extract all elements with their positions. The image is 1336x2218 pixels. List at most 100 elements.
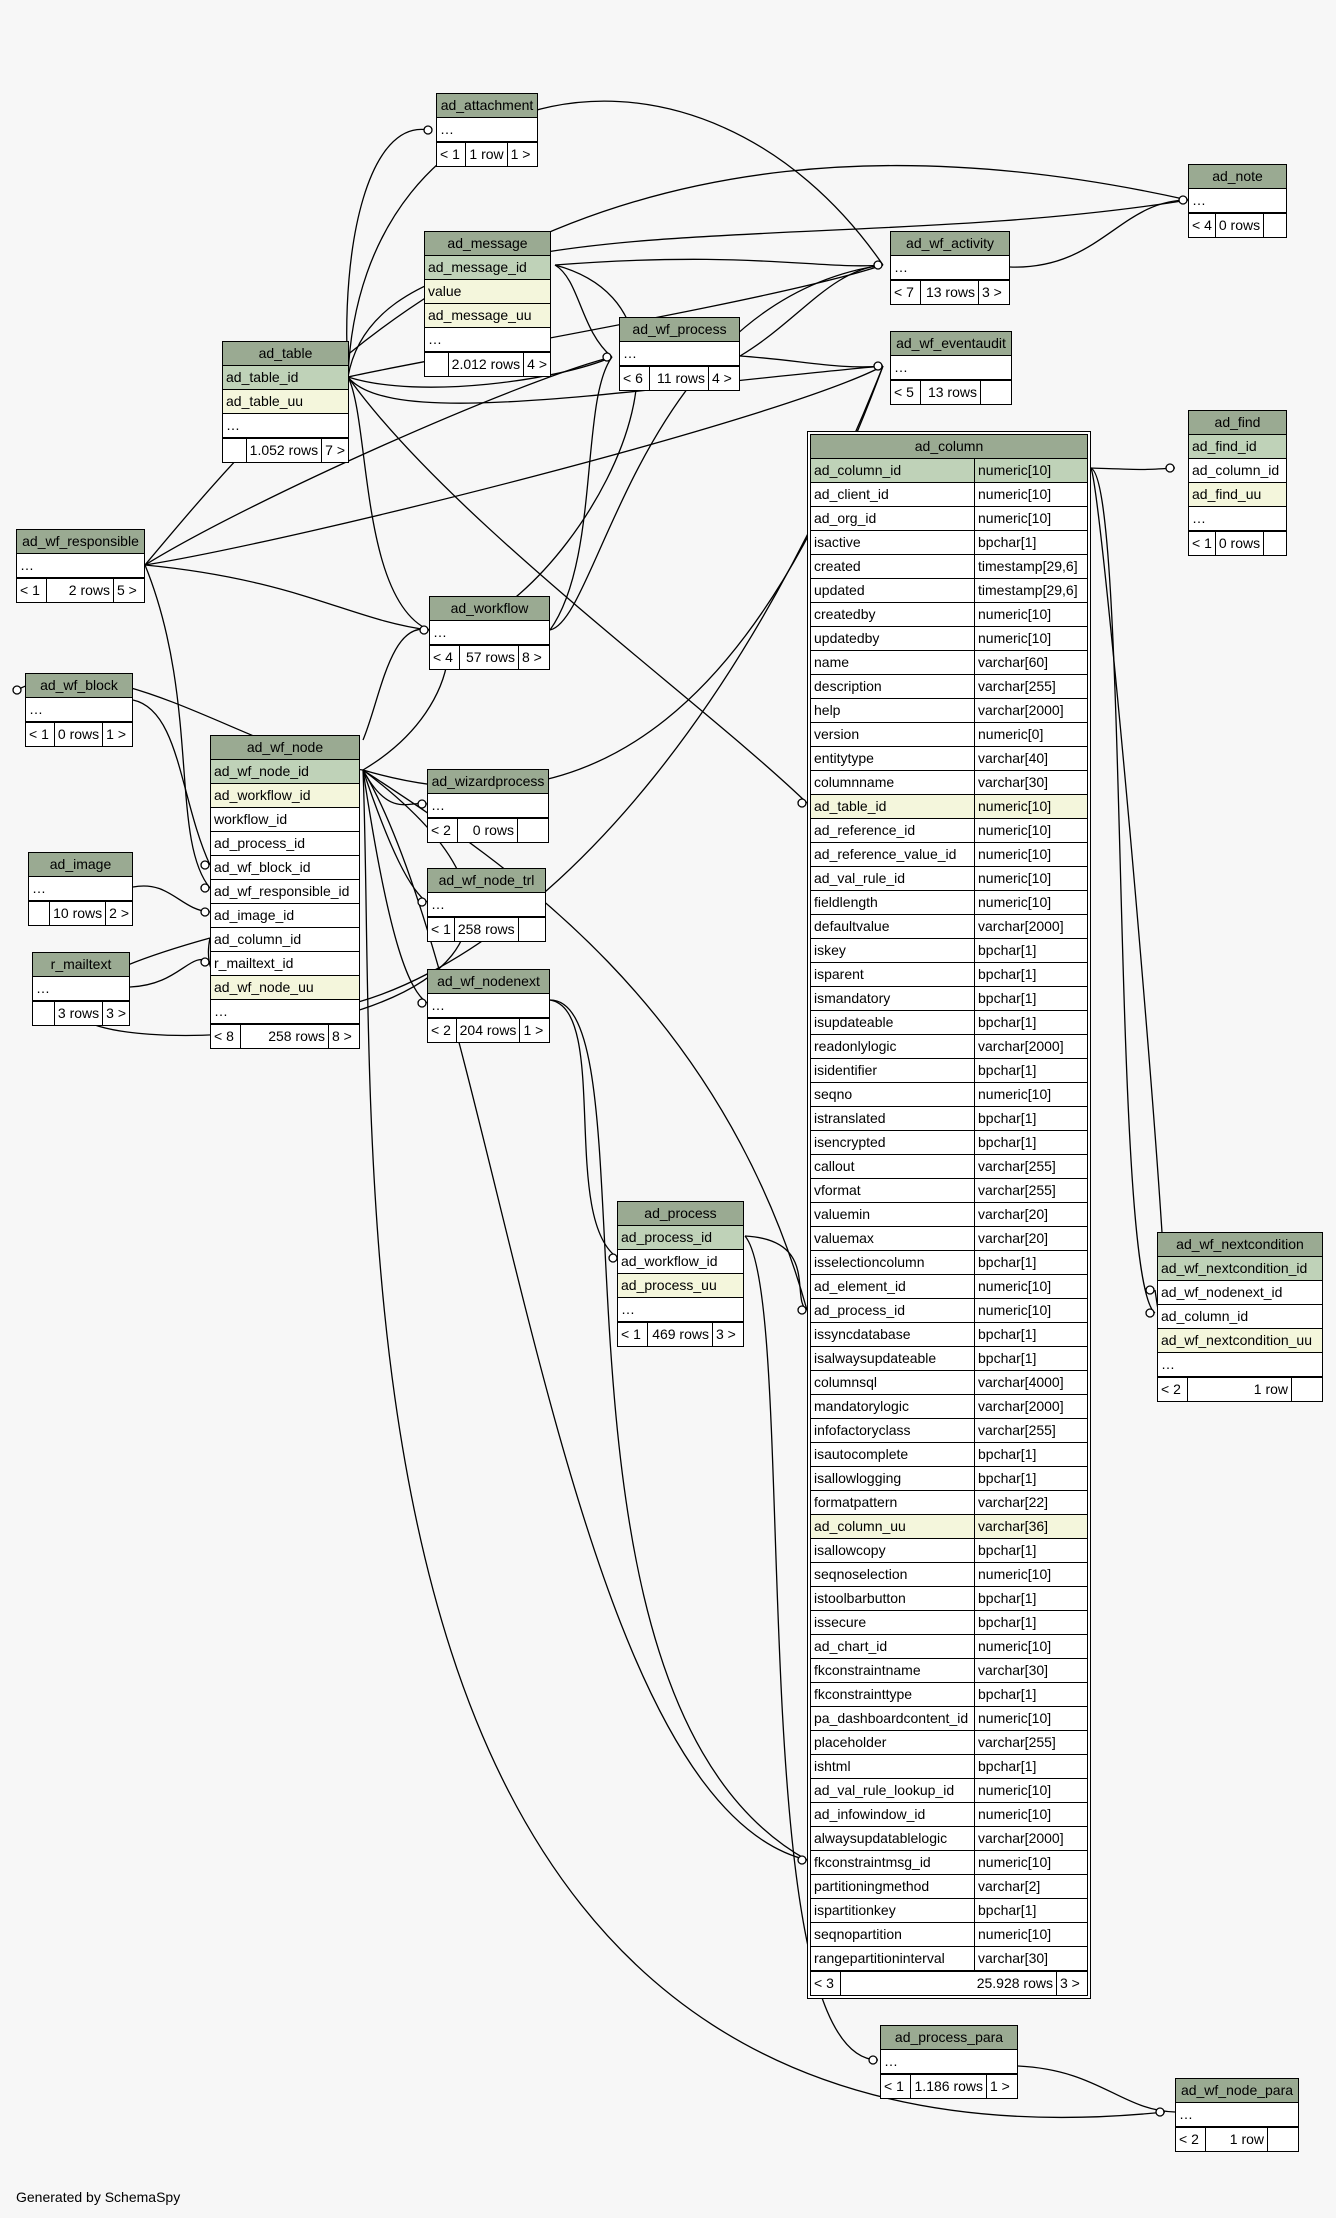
column-row: ad_wf_block_id [211, 856, 359, 880]
table-header[interactable]: ad_note [1189, 165, 1286, 189]
child-count [518, 819, 548, 842]
parent-count: < 1 [618, 1323, 648, 1346]
column-type: varchar[2000] [974, 1395, 1087, 1418]
row-count: 258 rows [455, 918, 519, 941]
table-header[interactable]: ad_wf_activity [891, 232, 1009, 256]
parent-count: < 8 [211, 1025, 241, 1048]
parent-count: < 1 [1189, 532, 1216, 555]
row-count: 13 rows [921, 281, 979, 304]
column-name: updatedby [814, 630, 880, 646]
parent-count: < 4 [430, 646, 460, 669]
table-header[interactable]: ad_wf_process [620, 318, 739, 342]
table-header[interactable]: ad_column [811, 435, 1087, 459]
column-type: bpchar[1] [974, 987, 1087, 1010]
table-header[interactable]: ad_process [618, 1202, 743, 1226]
child-count [1264, 214, 1286, 237]
column-row: … [26, 698, 132, 722]
column-name: … [884, 2053, 898, 2069]
column-row: … [1158, 1353, 1322, 1377]
column-row: ad_workflow_id [211, 784, 359, 808]
table-header[interactable]: ad_wf_node [211, 736, 359, 760]
table-header[interactable]: ad_wf_block [26, 674, 132, 698]
table-header[interactable]: r_mailtext [33, 953, 129, 977]
column-type: bpchar[1] [974, 1323, 1087, 1346]
table-header[interactable]: ad_wf_node_trl [428, 869, 545, 893]
column-name: ismandatory [814, 990, 891, 1006]
column-name: entitytype [814, 750, 874, 766]
column-row: … [891, 256, 1009, 280]
column-row: … [425, 328, 550, 352]
column-name: ad_process_id [621, 1229, 713, 1245]
edge [1089, 467, 1156, 1314]
table-header[interactable]: ad_wf_node_para [1176, 2079, 1298, 2103]
column-name: rangepartitioninterval [814, 1950, 945, 1966]
column-name: … [1192, 510, 1206, 526]
row-count: 2 rows [47, 579, 114, 602]
table-header[interactable]: ad_message [425, 232, 550, 256]
column-name: isactive [814, 534, 861, 550]
table-header[interactable]: ad_wf_nextcondition [1158, 1233, 1322, 1257]
table-header[interactable]: ad_table [223, 342, 348, 366]
table-header[interactable]: ad_wf_responsible [17, 530, 144, 554]
table-header[interactable]: ad_wf_eventaudit [891, 332, 1011, 356]
table-header[interactable]: ad_wizardprocess [428, 770, 548, 794]
column-name: ad_process_uu [621, 1277, 717, 1293]
row-count: 25.928 rows [841, 1972, 1057, 1995]
column-type: numeric[10] [974, 1299, 1087, 1322]
edge-end-marker [602, 352, 612, 362]
table-header[interactable]: ad_workflow [430, 597, 549, 621]
edge [346, 128, 429, 378]
column-name: … [1192, 192, 1206, 208]
edge-end-marker [1145, 1308, 1155, 1318]
parent-count: < 2 [428, 1019, 457, 1042]
column-type: numeric[10] [974, 1923, 1087, 1946]
edge-end-marker [868, 2055, 878, 2065]
table-header[interactable]: ad_image [29, 853, 132, 877]
table-header[interactable]: ad_wf_nodenext [428, 970, 549, 994]
table-header[interactable]: ad_attachment [437, 94, 537, 118]
column-name: ad_org_id [814, 510, 877, 526]
table-header[interactable]: ad_process_para [881, 2026, 1017, 2050]
row-count: 13 rows [921, 381, 981, 404]
column-row: ismandatory bpchar[1] [811, 987, 1087, 1011]
table-header[interactable]: ad_find [1189, 411, 1286, 435]
edge [744, 1235, 808, 1311]
column-name: isencrypted [814, 1134, 886, 1150]
column-name: ad_infowindow_id [814, 1806, 926, 1822]
column-name: columnsql [814, 1374, 878, 1390]
column-name: ad_image_id [214, 907, 295, 923]
